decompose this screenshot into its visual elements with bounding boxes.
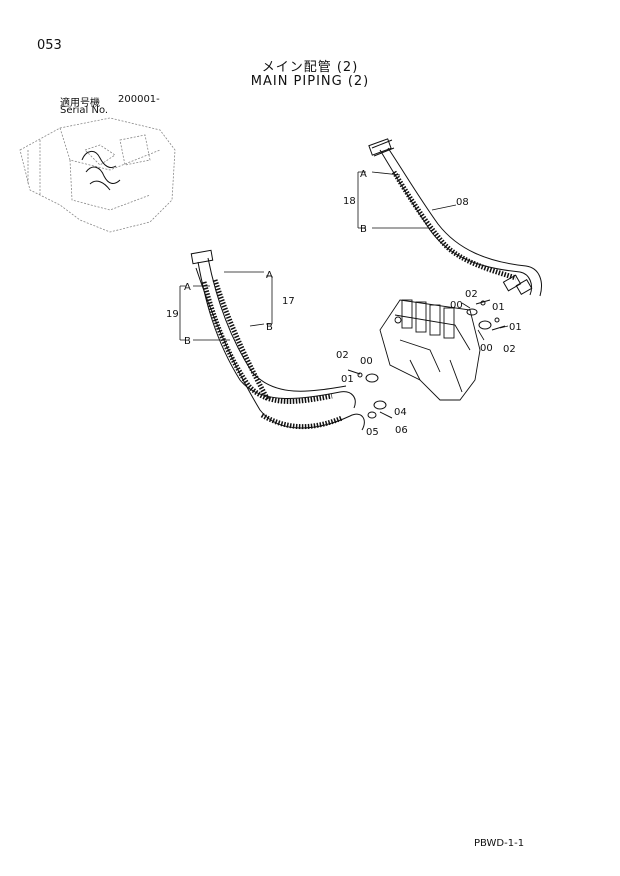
serial-label-en: Serial No. [60, 105, 109, 116]
callout-08: 08 [456, 197, 469, 208]
callout-a-upper: A [360, 169, 367, 180]
callout-00-left: 00 [360, 356, 373, 367]
callout-02-lower: 02 [503, 344, 516, 355]
callout-05: 05 [366, 427, 379, 438]
callout-00-upper: 00 [450, 300, 463, 311]
callout-01-lower: 01 [509, 322, 522, 333]
hose-08-assembly [368, 138, 542, 297]
callout-06: 06 [395, 425, 408, 436]
callout-19: 19 [166, 309, 179, 320]
callout-a-right: A [266, 270, 273, 281]
callout-01-upper: 01 [492, 302, 505, 313]
hose-08-fittings [502, 274, 533, 296]
page-number: 053 [37, 38, 62, 53]
callout-b-right: B [266, 322, 273, 333]
callout-b-upper: B [360, 224, 367, 235]
serial-label-jp: 適用号機 [60, 98, 100, 109]
fittings-right [347, 299, 506, 419]
callout-04: 04 [394, 407, 407, 418]
callout-00-lower: 00 [480, 343, 493, 354]
page-title-en: MAIN PIPING (2) [250, 74, 370, 89]
footer-code: PBWD-1-1 [474, 838, 525, 849]
callout-b-left: B [184, 336, 191, 347]
page-title-jp: メイン配管 (2) [261, 60, 359, 75]
callout-17: 17 [282, 296, 295, 307]
callout-01-left: 01 [341, 374, 354, 385]
callout-02-left: 02 [336, 350, 349, 361]
callout-18: 18 [343, 196, 356, 207]
serial-value: 200001- [118, 94, 160, 105]
callout-a-left: A [184, 282, 191, 293]
control-valve [379, 299, 481, 401]
hose-19-assembly [190, 249, 365, 431]
machine-thumbnail [19, 117, 176, 233]
callout-02-upper: 02 [465, 289, 478, 300]
bracket-lines [179, 171, 509, 341]
thumbnail-highlight [81, 151, 121, 191]
